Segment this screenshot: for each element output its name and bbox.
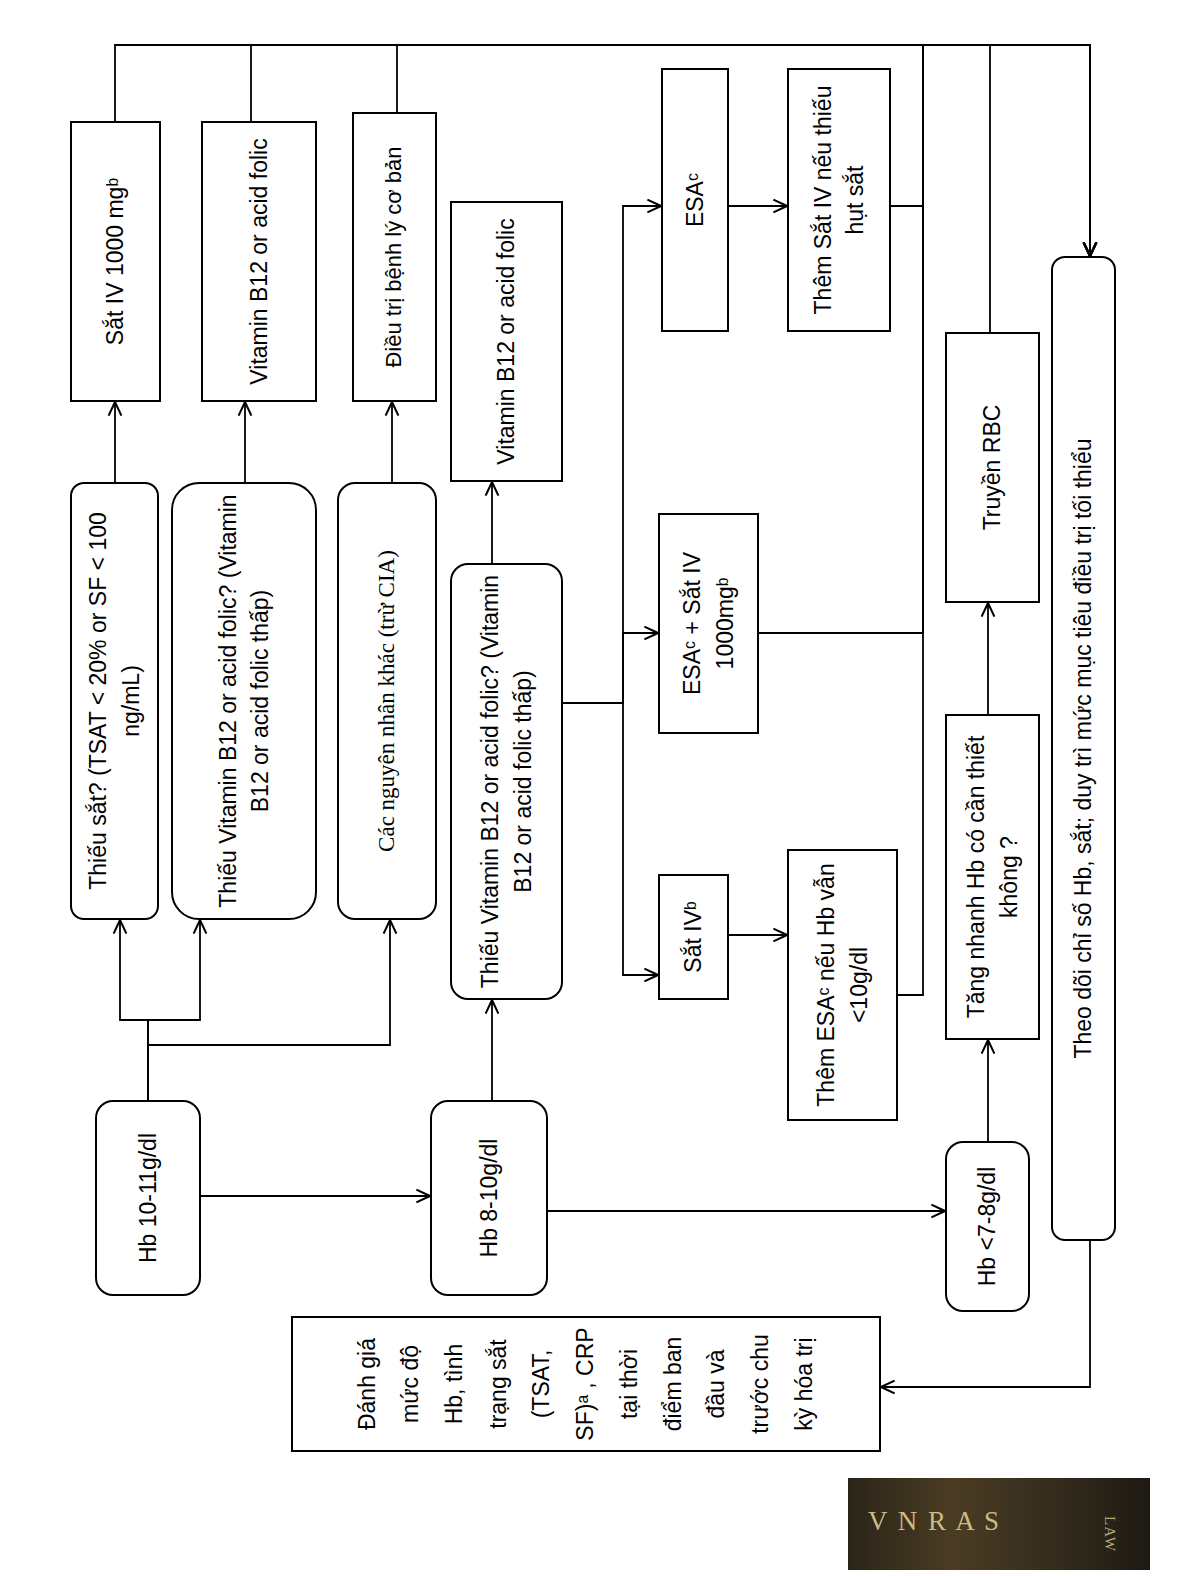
connector-arrow — [148, 920, 200, 1100]
connector-arrow — [548, 1210, 945, 1212]
connector-arrow — [251, 45, 1090, 256]
start-box: Hb 10-11g/dl — [95, 1100, 201, 1296]
decision-box: Tăng nhanh Hb có cần thiết không ? — [945, 714, 1040, 1040]
connector-arrow — [391, 402, 393, 482]
connector-arrow — [990, 45, 1090, 332]
node-text: Sắt IVᵇ — [677, 901, 709, 972]
node-text: Truyền RBC — [976, 405, 1008, 531]
node-text: Thiếu Vitamin B12 or acid folic? (Vitami… — [212, 492, 276, 910]
connector-arrow — [201, 1195, 430, 1197]
process-box: Vitamin B12 or acid folic — [450, 201, 563, 482]
decision-box: Thiếu Vitamin B12 or acid folic? (Vitami… — [450, 563, 563, 1000]
decision-box: Thiếu sắt? (TSAT < 20% or SF < 100 ng/mL… — [70, 482, 159, 920]
node-text: Đánh giá mức độ Hb, tình trạng sắt (TSAT… — [346, 1326, 827, 1442]
monitor-box: Theo dõi chỉ số Hb, sắt; duy trì mức mục… — [1051, 256, 1116, 1241]
process-box: Thêm Sắt IV nếu thiếu hụt sắt — [787, 68, 891, 332]
connector-arrow — [491, 482, 493, 563]
decision-box: Các nguyên nhân khác (trừ CIA) — [337, 482, 437, 920]
node-text: Sắt IV 1000 mgᵇ — [99, 178, 131, 345]
connector-arrow — [120, 920, 148, 1100]
connector-arrow — [563, 633, 658, 703]
connector-arrow — [397, 45, 1090, 256]
node-text: Thêm ESAᶜ nếu Hb vẫn <10g/dl — [810, 859, 874, 1111]
node-text: Vitamin B12 or acid folic — [243, 138, 275, 384]
node-text: Vitamin B12 or acid folic — [490, 218, 522, 464]
node-text: ESAᶜ + Sắt IV 1000mgᵇ — [676, 523, 740, 724]
node-text: Hb 10-11g/dl — [132, 1133, 164, 1263]
connector-arrow — [115, 45, 1090, 256]
process-box: ESAᶜ + Sắt IV 1000mgᵇ — [658, 513, 759, 734]
node-text: Thêm Sắt IV nếu thiếu hụt sắt — [807, 78, 871, 322]
connector-arrow — [244, 402, 246, 482]
process-box: Sắt IV 1000 mgᵇ — [70, 121, 161, 402]
connector-arrow — [729, 205, 787, 207]
connector-arrow — [491, 1000, 493, 1100]
connector-arrow — [563, 206, 661, 703]
start-box: Hb <7-8g/dl — [945, 1141, 1030, 1312]
watermark-text: V N R A S — [868, 1506, 1001, 1537]
decision-box: Thiếu Vitamin B12 or acid folic? (Vitami… — [171, 482, 317, 920]
connector-arrow — [881, 1241, 1090, 1387]
node-text: Thiếu sắt? (TSAT < 20% or SF < 100 ng/mL… — [82, 492, 146, 910]
process-box: ESAᶜ — [661, 68, 729, 332]
connector-arrow — [729, 934, 787, 936]
process-box: Điều trị bệnh lý cơ bản — [352, 112, 437, 402]
connector-arrow — [891, 45, 1090, 256]
connector-arrow — [987, 1040, 989, 1141]
node-text: Tăng nhanh Hb có cần thiết không ? — [960, 724, 1024, 1030]
node-text: Hb <7-8g/dl — [971, 1167, 1003, 1287]
connector-arrow — [987, 603, 989, 714]
process-box: Truyền RBC — [945, 332, 1040, 603]
node-text: Theo dõi chỉ số Hb, sắt; duy trì mức mục… — [1067, 438, 1099, 1058]
watermark-text: LAW — [1101, 1516, 1118, 1552]
connector-arrow — [148, 920, 390, 1100]
assessment-box: Đánh giá mức độ Hb, tình trạng sắt (TSAT… — [291, 1316, 881, 1452]
connector-arrow — [898, 45, 1090, 995]
node-text: ESAᶜ — [679, 173, 711, 227]
node-text: Điều trị bệnh lý cơ bản — [379, 146, 410, 367]
node-text: Thiếu Vitamin B12 or acid folic? (Vitami… — [474, 573, 538, 990]
process-box: Vitamin B12 or acid folic — [201, 121, 317, 402]
process-box: Thêm ESAᶜ nếu Hb vẫn <10g/dl — [787, 849, 898, 1121]
node-text: Hb 8-10g/dl — [473, 1139, 505, 1258]
connector-arrow — [759, 45, 1090, 633]
connector-arrow — [114, 402, 116, 482]
node-text: Các nguyên nhân khác (trừ CIA) — [371, 550, 403, 852]
start-box: Hb 8-10g/dl — [430, 1100, 548, 1296]
connector-arrow — [563, 703, 658, 975]
process-box: Sắt IVᵇ — [658, 874, 729, 1000]
